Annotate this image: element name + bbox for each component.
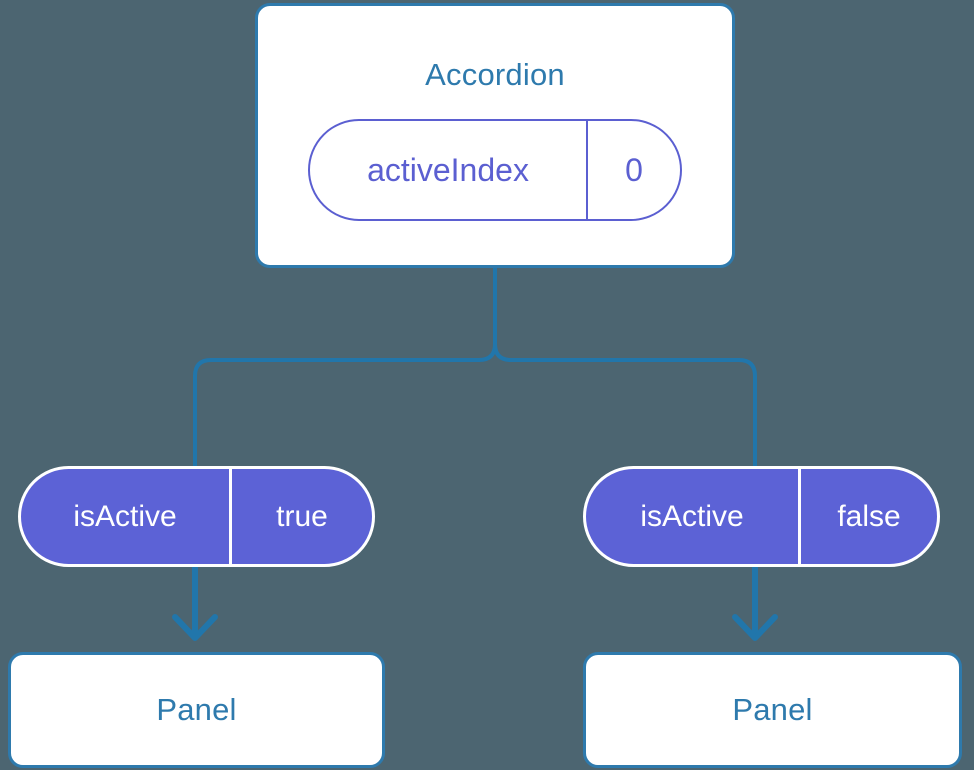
node-panel-right[interactable]: Panel xyxy=(583,652,962,768)
arrow-down-icon-right xyxy=(732,566,778,641)
node-panel-left-title: Panel xyxy=(156,692,237,727)
arrow-down-icon-left xyxy=(172,566,218,641)
state-pill-value: 0 xyxy=(625,151,643,188)
prop-pill-value: true xyxy=(276,499,328,533)
node-panel-right-title: Panel xyxy=(732,692,813,727)
node-panel-left[interactable]: Panel xyxy=(8,652,385,768)
state-pill-key: activeIndex xyxy=(310,121,588,219)
prop-pill-value: false xyxy=(837,499,901,533)
state-pill-active-index[interactable]: activeIndex 0 xyxy=(308,119,682,221)
connector-root-to-left xyxy=(193,268,497,466)
node-accordion-title: Accordion xyxy=(425,57,565,92)
connector-root-to-right xyxy=(493,268,757,466)
prop-pill-key: isActive xyxy=(21,469,232,564)
prop-pill-key: isActive xyxy=(586,469,801,564)
prop-pill-is-active-false[interactable]: isActive false xyxy=(583,466,940,567)
prop-pill-is-active-true[interactable]: isActive true xyxy=(18,466,375,567)
